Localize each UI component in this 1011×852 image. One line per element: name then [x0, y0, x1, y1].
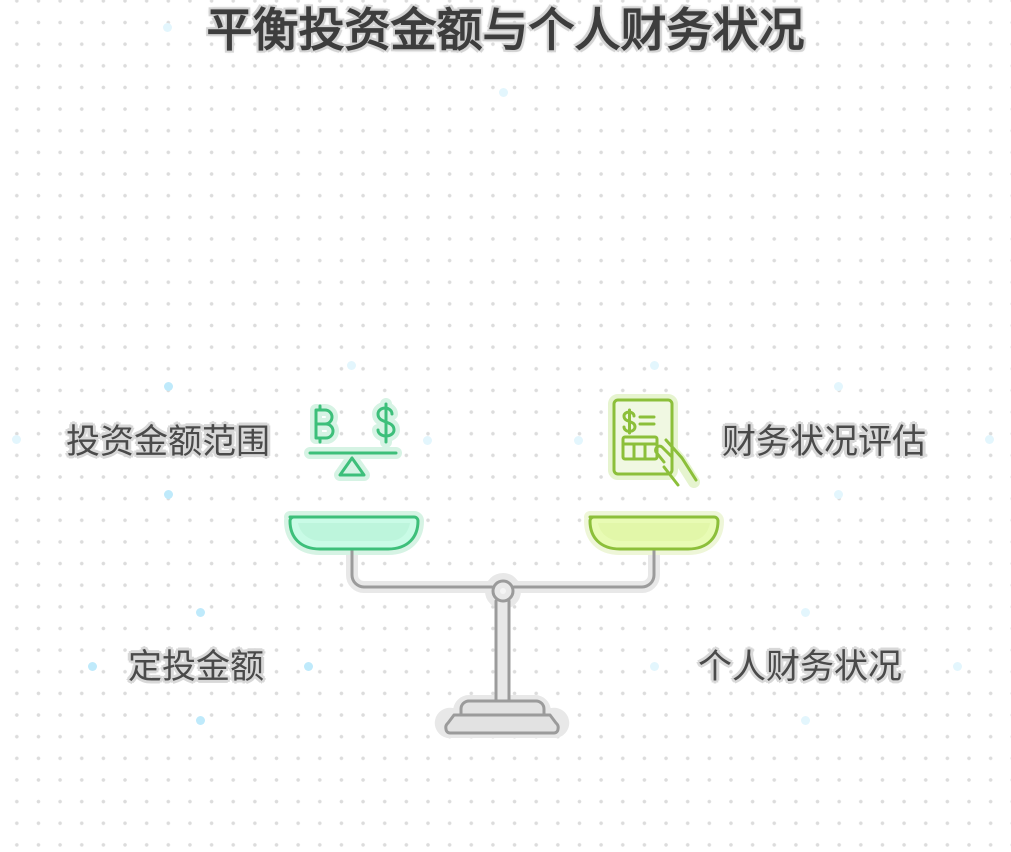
diagram-title: 平衡投资金额与个人财务状况 — [206, 3, 805, 57]
highlight-dot — [164, 490, 173, 499]
highlight-dot — [304, 662, 313, 671]
financial-document-hand-icon — [608, 394, 700, 488]
highlight-dot — [347, 361, 356, 370]
right-pan — [588, 515, 720, 551]
balance-scale-icon — [284, 511, 724, 738]
highlight-dot — [574, 436, 583, 445]
highlight-dot — [196, 608, 205, 617]
highlight-dot — [985, 435, 994, 444]
fixed-investment-amount-label: 定投金额 — [128, 647, 264, 687]
highlight-dot — [834, 490, 843, 499]
highlight-dot — [499, 88, 508, 97]
highlight-dot — [163, 23, 172, 32]
bitcoin-dollar-seesaw-icon — [304, 398, 402, 481]
pivot-highlight — [500, 588, 506, 594]
financial-assessment-label: 财务状况评估 — [722, 422, 926, 462]
highlight-dot — [834, 382, 843, 391]
highlight-dot — [12, 435, 21, 444]
highlight-dot — [801, 608, 810, 617]
left-pan — [288, 515, 420, 551]
investment-range-label: 投资金额范围 — [66, 422, 270, 462]
highlight-dot — [650, 662, 659, 671]
highlight-dot — [196, 716, 205, 725]
highlight-dot — [953, 662, 962, 671]
highlight-dot — [801, 716, 810, 725]
personal-finance-label: 个人财务状况 — [698, 647, 902, 687]
highlight-dot — [88, 662, 97, 671]
highlight-dot — [650, 361, 659, 370]
highlight-dot — [423, 436, 432, 445]
highlight-dot — [164, 382, 173, 391]
